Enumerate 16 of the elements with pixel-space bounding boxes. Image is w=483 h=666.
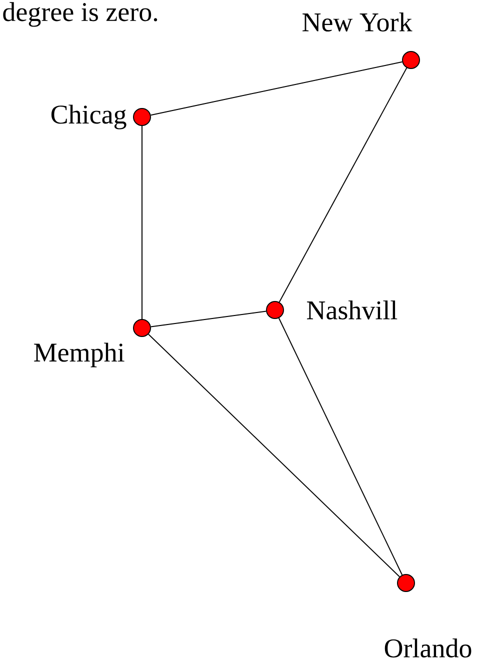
city-dot	[133, 108, 151, 126]
city-label: Nashvill	[306, 300, 398, 320]
city-label: Orlando	[384, 638, 472, 658]
edge-line	[278, 67, 408, 303]
edge-line	[148, 334, 400, 578]
edge-line	[150, 310, 267, 328]
edge-line	[150, 61, 403, 116]
city-dot	[266, 301, 284, 319]
city-dot	[397, 574, 415, 592]
city-dot	[402, 51, 420, 69]
city-label: New York	[302, 12, 412, 32]
city-label: Chicag	[51, 104, 126, 130]
city-label: Memphi	[34, 342, 124, 368]
edge-line	[278, 318, 403, 576]
city-dot	[133, 319, 151, 337]
note-text: degree is zero.	[3, 2, 158, 27]
